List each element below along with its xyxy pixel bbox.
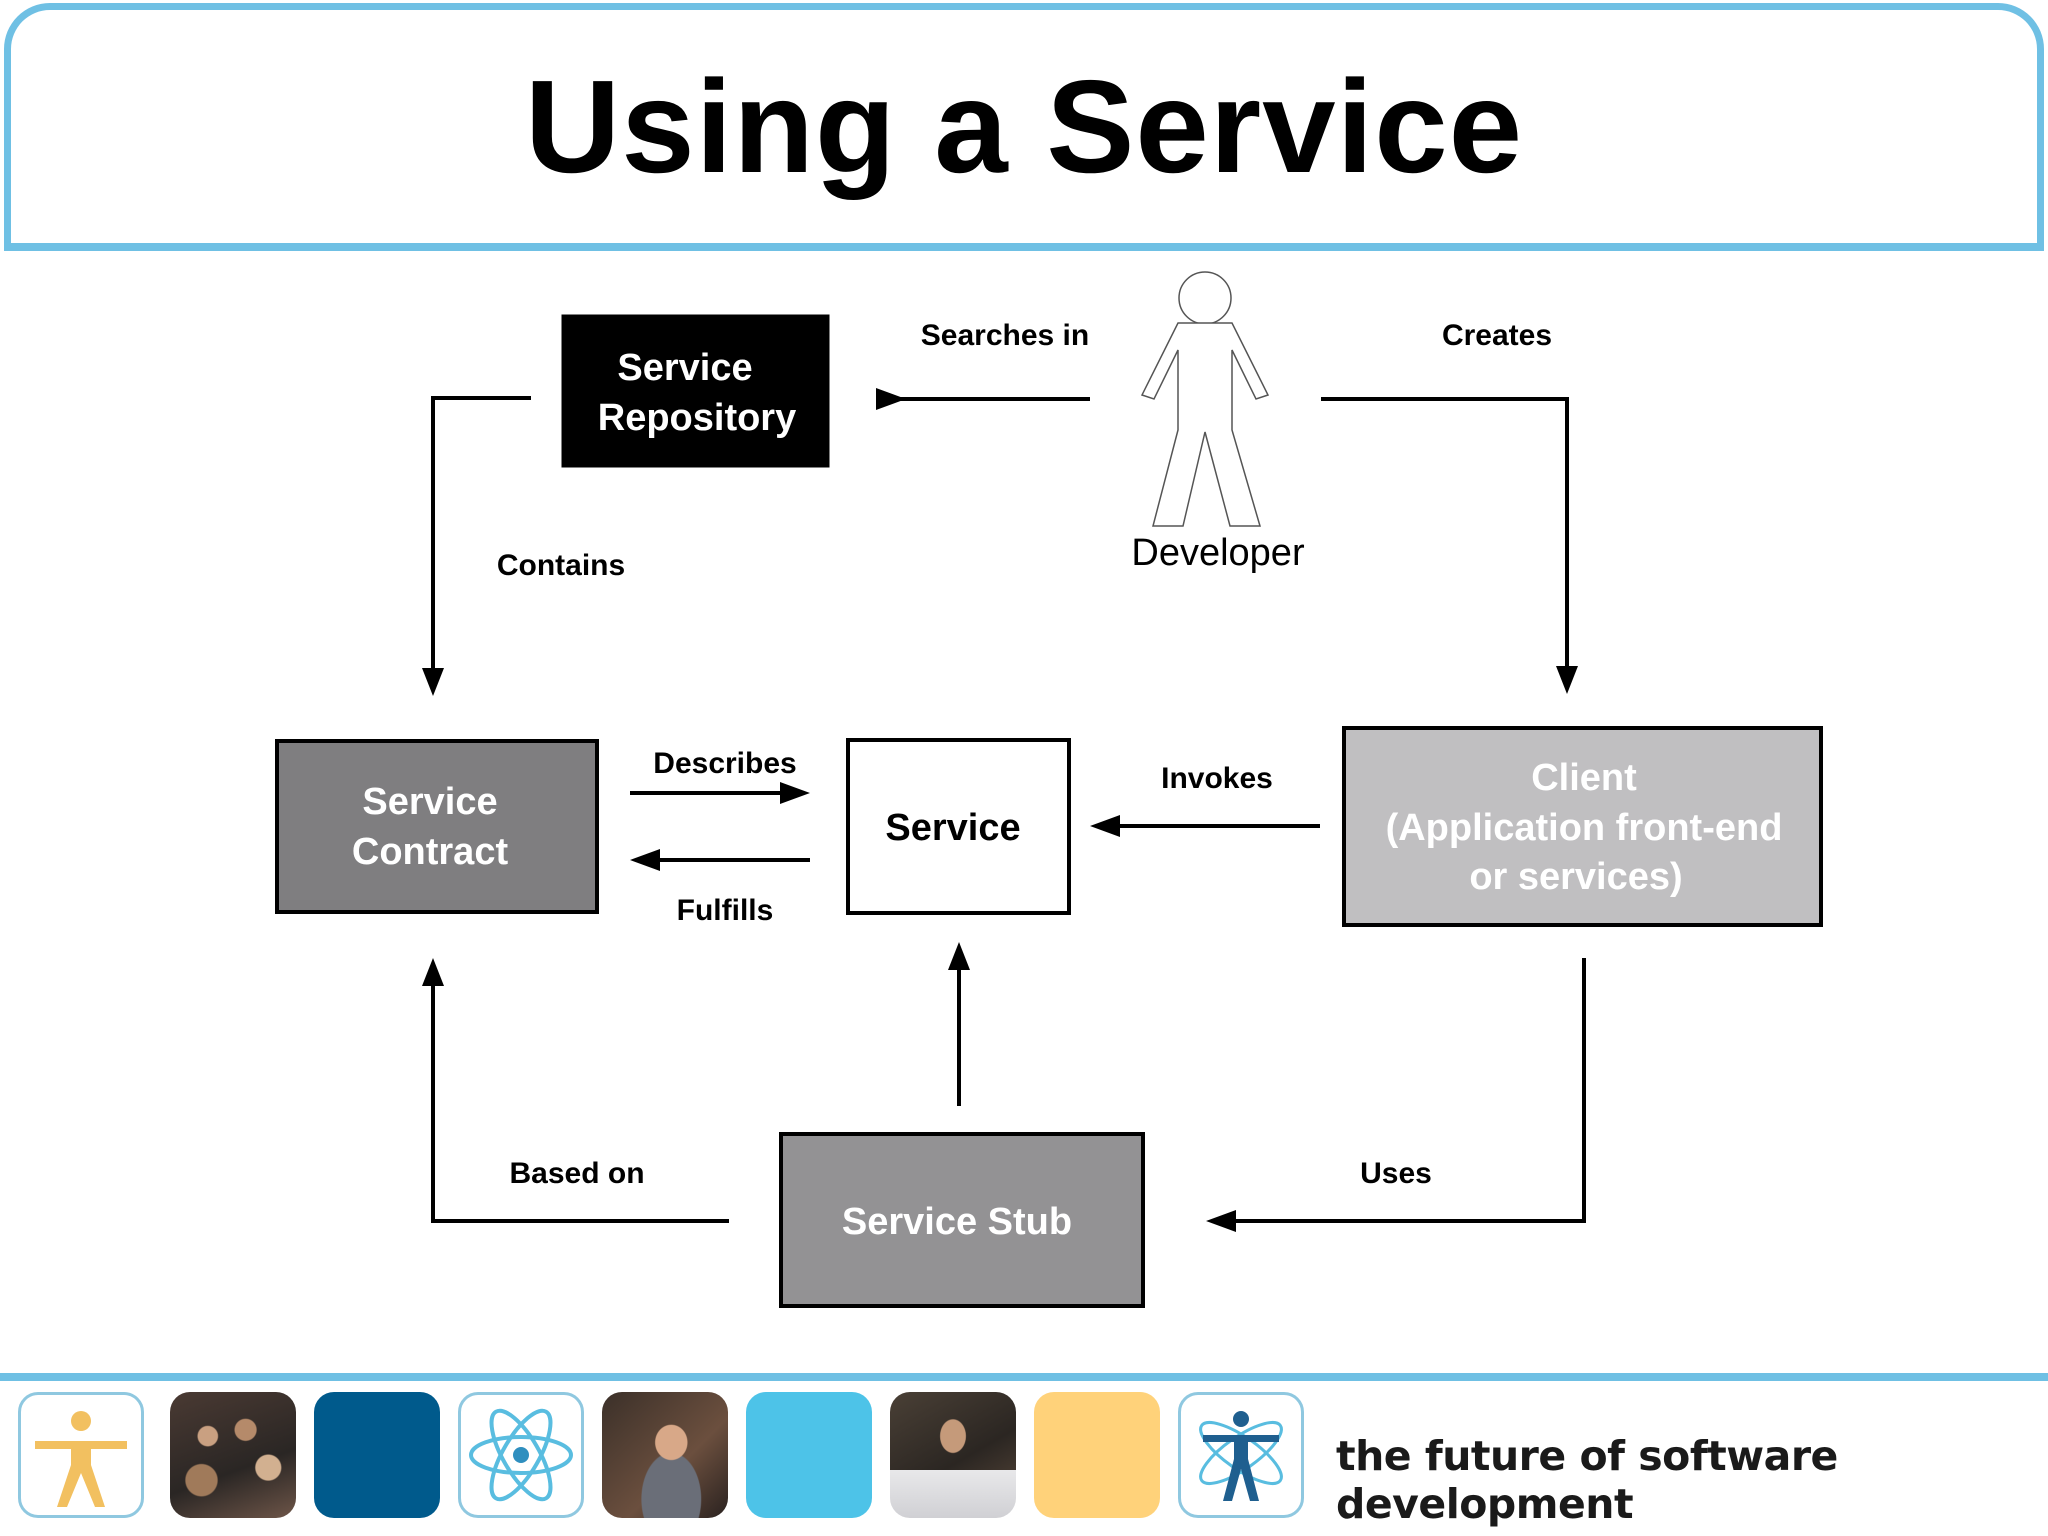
service-stub-label: Service Stub [842, 1201, 1072, 1243]
client-label-line2: (Application front-end [1386, 807, 1783, 849]
service-repository-label-line2: Repository [598, 397, 796, 439]
invokes-arrowhead [1090, 815, 1120, 837]
developer-label: Developer [1131, 532, 1305, 574]
creates-arrowhead [1556, 666, 1578, 694]
searches-in-arrowhead [876, 388, 906, 410]
service-stub-node[interactable]: Service Stub [779, 1132, 1145, 1308]
service-contract-label-line2: Contract [352, 831, 509, 873]
vitruvian-figure-icon [35, 1411, 127, 1507]
describes-arrowhead [780, 782, 810, 804]
service-label: Service [885, 807, 1020, 849]
title-frame [4, 3, 2044, 251]
describes-label: Describes [653, 747, 796, 780]
footer-tile-atom [458, 1392, 584, 1518]
contains-arrowhead [422, 668, 444, 696]
creates-label: Creates [1442, 319, 1552, 352]
footer-tile-navy [314, 1392, 440, 1518]
footer-tile-atom-figure [1178, 1392, 1304, 1518]
footer-tile-sky [746, 1392, 872, 1518]
invokes-label: Invokes [1161, 762, 1273, 795]
developer-figure-icon [1140, 271, 1270, 527]
footer-tile-gold [1034, 1392, 1160, 1518]
fulfills-arrowhead [630, 849, 660, 871]
searches-in-label: Searches in [921, 319, 1089, 352]
service-contract-node[interactable]: Service Contract [275, 739, 599, 914]
based-on-label: Based on [509, 1157, 644, 1190]
service-node[interactable]: Service [846, 738, 1071, 915]
slide-title: Using a Service [524, 53, 1524, 200]
based-on-arrow [431, 986, 729, 1223]
footer-tagline: the future of software development [1336, 1432, 1838, 1528]
uses-label: Uses [1360, 1157, 1432, 1190]
creates-arrow [1321, 397, 1569, 666]
service-repository-label-line1: Service [617, 347, 752, 389]
service-contract-label-line1: Service [362, 781, 497, 823]
uses-arrowhead [1206, 1210, 1236, 1232]
fulfills-label: Fulfills [677, 894, 774, 927]
service-repository-node[interactable]: Service Repository [561, 314, 830, 468]
service-diagram: Service Repository Service Contract Serv… [275, 271, 1823, 1308]
based-on-arrowhead [422, 958, 444, 986]
footer-tile-laptop-photo [890, 1392, 1016, 1518]
footer-tile-speaker-photo [602, 1392, 728, 1518]
footer-tile-vitruvian [18, 1392, 144, 1518]
atom-figure-icon [1199, 1411, 1283, 1501]
client-node[interactable]: Client (Application front-end or service… [1342, 726, 1823, 927]
footer-tile-audience-photo [170, 1392, 296, 1518]
atom-icon [469, 1408, 573, 1502]
stub-to-service-arrowhead [948, 942, 970, 970]
uses-arrow [1236, 958, 1586, 1223]
contains-arrow [431, 396, 531, 668]
client-label-line3: or services) [1469, 856, 1682, 898]
contains-label: Contains [497, 549, 625, 582]
client-label-line1: Client [1531, 757, 1637, 799]
